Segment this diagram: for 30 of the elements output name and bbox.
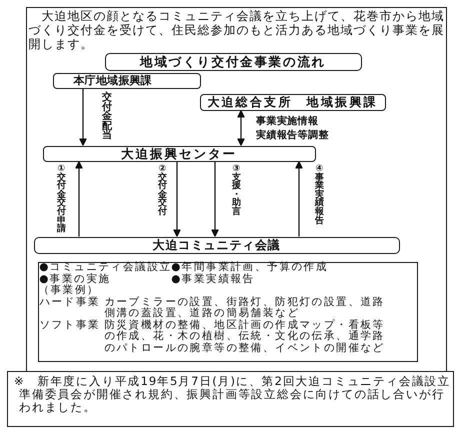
edge-label: ②交付金交付 [157, 165, 168, 217]
office-box: 本庁地域振興課 [52, 72, 200, 88]
example-text: 防災資機材の整備、地区計画の作成マップ・看板等の作成、花・木の植樹、伝統・文化の伝承、通学路のパトロールの腕章等の整備、イベントの開催など [104, 320, 386, 354]
bullet-item: ●事業の実施 [39, 274, 111, 285]
edge-label: 交付金配当 [101, 93, 112, 141]
arrow [295, 161, 303, 236]
note-box: ※ 新年度に入り平成19年5月7日(月)に、第2回大迫コミュニティ会議設立準備委員会が開催され規約、振興計画等設立総会に向けての話し合いが行われました。 [7, 371, 454, 427]
title-box: 地域づくり交付金事業の流れ [104, 52, 362, 70]
category-label: ソフト事業 [39, 320, 100, 332]
example-text: カーブミラーの設置、街路灯、防犯灯の設置、道路側溝の蓋設置、道路の簡易舗装など [104, 296, 386, 320]
edge-label: ③支援・助言 [231, 165, 242, 217]
section-heading: （事業例） [38, 285, 100, 296]
intro-paragraph: 大迫地区の顔となるコミュニティ会議を立ち上げて、花巻市から地域づくり交付金を受けて、住民総参加のもと活力ある地域づくり事業を展開します。 [28, 8, 446, 52]
arrow [211, 162, 219, 237]
edge-label: 事業実施情報実績報告等調整 [256, 115, 330, 143]
arrow [75, 161, 83, 236]
info-box [38, 262, 418, 362]
office-box: 大迫総合支所 地域振興課 [200, 94, 386, 110]
edge-label: ①交付金交付申請 [56, 165, 66, 234]
bullet-item: ●事業実績報告 [171, 274, 255, 286]
arrow [79, 88, 87, 146]
double-arrow [237, 110, 245, 146]
category-label: ハード事業 [39, 296, 100, 308]
center-box: 大迫振興センター [42, 146, 316, 162]
bullet-item: ●コミュニティ会議設立 [39, 262, 172, 274]
council-box: 大迫コミュニティ会議 [34, 236, 400, 254]
bullet-item: ●年間事業計画、予算の作成 [171, 262, 328, 274]
arrow [173, 162, 181, 237]
outer-frame [26, 7, 447, 372]
edge-label: ④事業実績報告 [314, 165, 324, 226]
